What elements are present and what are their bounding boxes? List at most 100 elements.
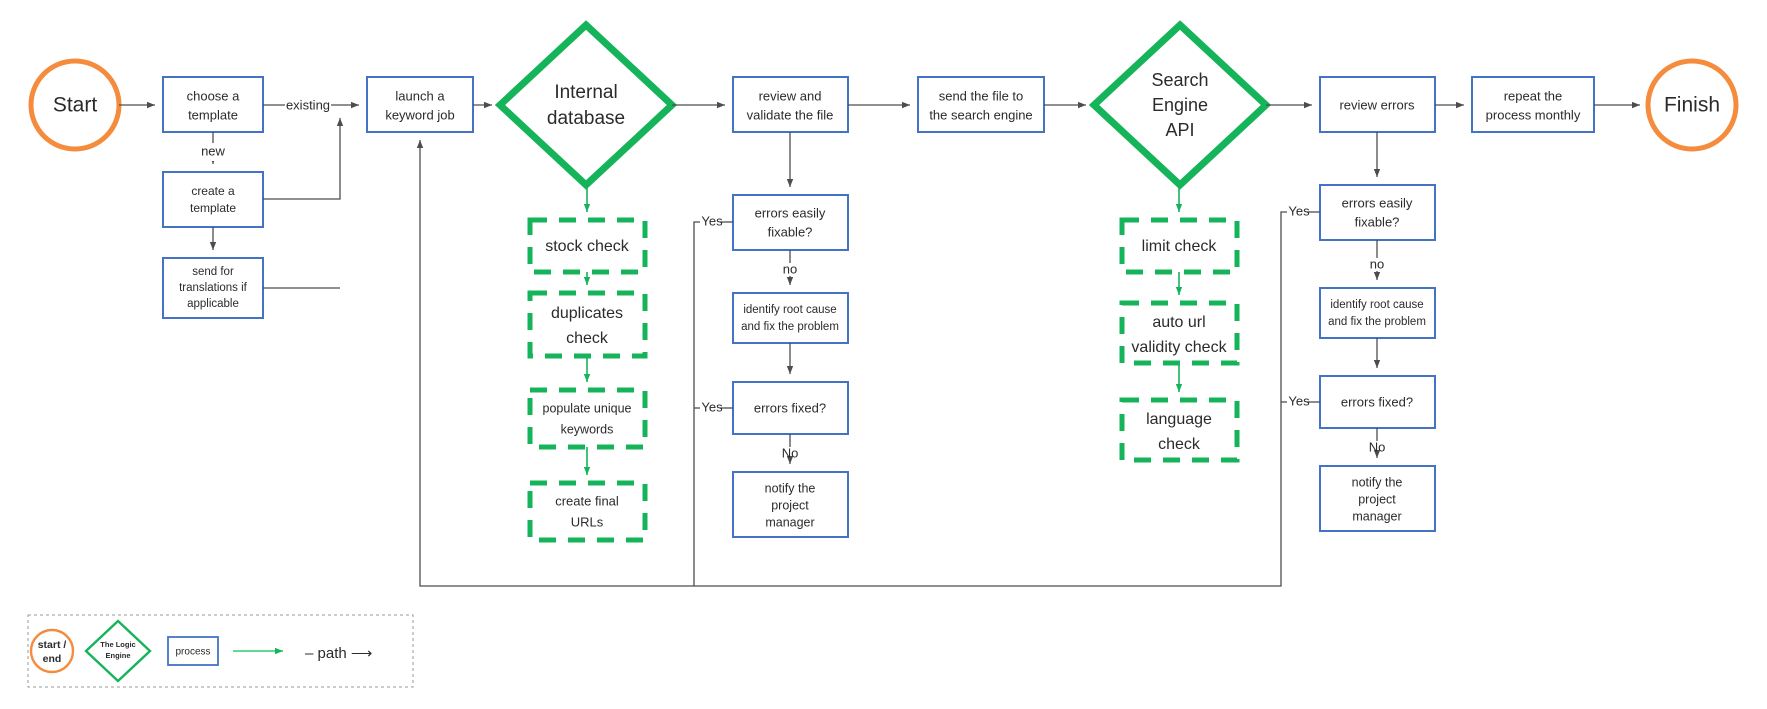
- legend-path-label: – path ⟶: [305, 645, 372, 662]
- node-errors-fixed-1[interactable]: errors fixed?: [732, 381, 849, 435]
- connectors-green: [583, 185, 1183, 475]
- errors-easily-fixable-2-box: [1319, 184, 1436, 241]
- node-repeat-the-process-monthly[interactable]: repeat the process monthly: [1471, 76, 1595, 133]
- node-limit-check[interactable]: limit check: [1119, 217, 1240, 275]
- notify-the-project-manager-1-box: [732, 471, 849, 538]
- send-for-translations-line-2: applicable: [187, 298, 239, 310]
- node-search-engine-api[interactable]: Search Engine API: [1088, 20, 1272, 190]
- node-errors-easily-fixable-1[interactable]: errors easily fixable?: [732, 194, 849, 251]
- notify-pm-2-line-1: project: [1358, 492, 1396, 506]
- duplicates-check-line-0: duplicates: [551, 305, 623, 322]
- errors-easily-fixable-1-line-0: errors easily: [755, 205, 826, 220]
- stock-check-box: [527, 217, 648, 275]
- legend-process-label: process: [175, 647, 210, 658]
- identify-root-cause-1-line-0: identify root cause: [743, 304, 836, 316]
- node-duplicates-check[interactable]: duplicates check: [527, 290, 648, 359]
- legend-terminator-line-1: end: [43, 653, 62, 665]
- label-yes-2: Yes: [701, 399, 723, 414]
- node-stock-check[interactable]: stock check: [527, 217, 648, 275]
- language-check-line-1: check: [1158, 436, 1201, 453]
- limit-check-box: [1119, 217, 1240, 275]
- node-start[interactable]: Start: [28, 58, 122, 152]
- label-no-2: No: [782, 445, 799, 460]
- node-send-for-translations[interactable]: send for translations if applicable: [162, 257, 264, 319]
- edge-yes-return-right: [694, 211, 1287, 587]
- create-final-urls-box: [527, 480, 648, 543]
- label-no-1: no: [783, 261, 797, 276]
- launch-a-keyword-job-line-0: launch a: [395, 88, 445, 103]
- node-finish[interactable]: Finish: [1645, 58, 1739, 152]
- node-launch-a-keyword-job[interactable]: launch a keyword job: [366, 76, 474, 133]
- label-no-3: no: [1370, 256, 1384, 271]
- node-send-the-file-to-the-search-engine[interactable]: send the file to the search engine: [917, 76, 1045, 133]
- node-auto-url-validity-check[interactable]: auto url validity check: [1119, 300, 1240, 366]
- auto-url-validity-check-line-0: auto url: [1152, 314, 1205, 331]
- send-the-file-line-0: send the file to: [939, 88, 1024, 103]
- notify-pm-1-line-1: project: [771, 498, 809, 512]
- existing-label-bg: [285, 95, 331, 114]
- notify-pm-1-line-2: manager: [765, 515, 814, 529]
- node-errors-fixed-2[interactable]: errors fixed?: [1319, 375, 1436, 429]
- node-choose-a-template[interactable]: choose a template: [162, 76, 264, 133]
- send-for-translations-box: [162, 257, 264, 319]
- label-existing: existing: [286, 97, 330, 112]
- search-engine-api-diamond: [1088, 20, 1272, 190]
- repeat-the-process-line-1: process monthly: [1486, 107, 1581, 122]
- errors-easily-fixable-1-box: [732, 194, 849, 251]
- launch-a-keyword-job-line-1: keyword job: [385, 107, 454, 122]
- send-for-translations-line-0: send for: [192, 266, 234, 278]
- review-and-validate-line-0: review and: [759, 88, 822, 103]
- label-new: new: [201, 143, 225, 158]
- duplicates-check-line-1: check: [566, 330, 609, 347]
- populate-unique-keywords-line-1: keywords: [561, 422, 614, 436]
- limit-check-line-0: limit check: [1142, 238, 1218, 255]
- stock-check-line-0: stock check: [545, 238, 630, 255]
- edge-create-to-riser: [263, 118, 344, 200]
- label-no-4: No: [1369, 439, 1386, 454]
- notify-pm-2-line-2: manager: [1352, 509, 1401, 523]
- notify-pm-1-line-0: notify the: [765, 481, 816, 495]
- legend-process: process: [167, 636, 219, 666]
- node-notify-the-project-manager-2[interactable]: notify the project manager: [1319, 465, 1436, 532]
- legend-decision-line-1: Engine: [105, 651, 130, 660]
- send-the-file-line-1: the search engine: [929, 107, 1032, 122]
- auto-url-validity-check-line-1: validity check: [1131, 339, 1227, 356]
- repeat-the-process-monthly-box: [1471, 76, 1595, 133]
- internal-database-line-0: Internal: [554, 82, 617, 103]
- node-language-check[interactable]: language check: [1119, 397, 1240, 463]
- search-engine-api-line-2: API: [1165, 120, 1194, 140]
- legend-terminator-circle: [29, 628, 75, 674]
- errors-fixed-2-box: [1319, 375, 1436, 429]
- errors-easily-fixable-2-line-1: fixable?: [1355, 214, 1400, 229]
- choose-a-template-box: [162, 76, 264, 133]
- node-errors-easily-fixable-2[interactable]: errors easily fixable?: [1319, 184, 1436, 241]
- launch-a-keyword-job-box: [366, 76, 474, 133]
- create-a-template-box: [162, 171, 264, 228]
- review-errors-line-0: review errors: [1339, 97, 1415, 112]
- errors-fixed-2-line-0: errors fixed?: [1341, 394, 1413, 409]
- create-final-urls-line-1: URLs: [571, 514, 604, 529]
- identify-root-cause-2-line-1: and fix the problem: [1328, 316, 1426, 328]
- auto-url-validity-check-box: [1119, 300, 1240, 366]
- node-identify-root-cause-2[interactable]: identify root cause and fix the problem: [1319, 287, 1436, 339]
- notify-the-project-manager-2-box: [1319, 465, 1436, 532]
- legend: start / end The Logic Engine process – p…: [27, 614, 414, 688]
- legend-path: – path ⟶: [233, 645, 372, 662]
- label-yes-1: Yes: [701, 213, 723, 228]
- create-a-template-line-1: template: [190, 201, 236, 215]
- search-engine-api-line-1: Engine: [1152, 95, 1208, 115]
- node-review-errors[interactable]: review errors: [1319, 76, 1436, 133]
- node-internal-database[interactable]: Internal database: [494, 20, 678, 190]
- legend-decision-diamond: [84, 619, 152, 683]
- node-create-a-template[interactable]: create a template: [162, 171, 264, 228]
- new-label-bg: [198, 143, 228, 161]
- node-create-final-urls[interactable]: create final URLs: [527, 480, 648, 543]
- choose-a-template-line-0: choose a: [187, 88, 241, 103]
- legend-process-box: [167, 636, 219, 666]
- legend-terminator: start / end: [29, 628, 75, 674]
- node-populate-unique-keywords[interactable]: populate unique keywords: [527, 387, 648, 450]
- identify-root-cause-2-box: [1319, 287, 1436, 339]
- node-identify-root-cause-1[interactable]: identify root cause and fix the problem: [732, 292, 849, 344]
- node-review-and-validate-the-file[interactable]: review and validate the file: [732, 76, 849, 133]
- node-notify-the-project-manager-1[interactable]: notify the project manager: [732, 471, 849, 538]
